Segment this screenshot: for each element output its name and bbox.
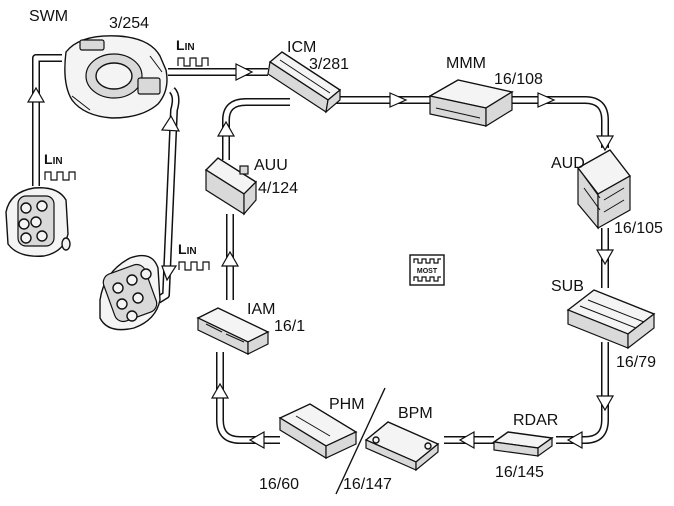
arrow-icon xyxy=(160,114,181,132)
lin-signal-top: LIN xyxy=(176,37,209,67)
square-wave-icon xyxy=(177,57,209,67)
svg-text:LIN: LIN xyxy=(176,37,195,53)
module-labels: SWM 3/254 ICM 3/281 MMM 16/108 AUD 16/10… xyxy=(29,8,663,493)
auu-name: AUU xyxy=(254,157,288,174)
lin-signal-right: LIN xyxy=(178,241,210,271)
arrow-icon xyxy=(458,430,475,450)
phm-module xyxy=(278,403,358,460)
square-wave-icon xyxy=(178,261,210,271)
bpm-module xyxy=(364,421,440,472)
rdar-ref: 16/145 xyxy=(495,464,544,481)
steering-switch-left xyxy=(5,187,71,257)
arrow-icon xyxy=(216,120,236,137)
auu-ref: 4/124 xyxy=(258,180,298,197)
module-divider xyxy=(335,387,386,495)
phm-name: PHM xyxy=(329,396,365,413)
iam-name: IAM xyxy=(247,301,275,318)
aud-ref: 16/105 xyxy=(614,220,663,237)
most-bus-icon: MOST xyxy=(409,254,445,286)
sub-name: SUB xyxy=(551,278,584,295)
arrow-icon xyxy=(26,86,46,103)
svg-text:LIN: LIN xyxy=(178,241,197,257)
arrow-icon xyxy=(161,265,178,282)
arrow-icon xyxy=(389,92,408,108)
arrow-icon xyxy=(248,430,265,450)
sub-ref: 16/79 xyxy=(616,354,656,371)
icm-name: ICM xyxy=(287,39,316,56)
arrow-icon xyxy=(595,395,615,412)
lin-signal-left: LIN xyxy=(44,151,76,181)
icm-module xyxy=(267,51,342,114)
arrow-icon xyxy=(595,135,615,152)
svg-text:LIN: LIN xyxy=(44,151,63,167)
square-wave-icon xyxy=(44,171,76,181)
arrow-icon xyxy=(566,430,583,450)
arrow-icon xyxy=(220,250,240,267)
swm-ref: 3/254 xyxy=(109,15,149,32)
aud-name: AUD xyxy=(551,155,585,172)
flow-arrows xyxy=(26,63,615,450)
steering-switch-right xyxy=(99,254,161,331)
arrow-icon xyxy=(595,249,615,266)
rdar-name: RDAR xyxy=(513,412,558,429)
arrow-icon xyxy=(235,63,254,81)
icm-ref: 3/281 xyxy=(309,56,349,73)
bpm-ref: 16/147 xyxy=(343,476,392,493)
swm-name: SWM xyxy=(29,8,68,25)
iam-ref: 16/1 xyxy=(274,318,305,335)
bpm-name: BPM xyxy=(398,405,433,422)
sub-module xyxy=(566,289,656,350)
swm-module xyxy=(64,35,168,119)
auu-module xyxy=(204,157,258,216)
mmm-ref: 16/108 xyxy=(494,71,543,88)
svg-text:MOST: MOST xyxy=(417,268,438,275)
iam-module xyxy=(196,307,270,355)
phm-ref: 16/60 xyxy=(259,476,299,493)
arrow-icon xyxy=(537,92,556,108)
mmm-name: MMM xyxy=(446,55,486,72)
arrow-icon xyxy=(210,382,230,399)
mmm-module xyxy=(428,79,514,128)
rdar-module xyxy=(492,431,554,458)
aud-module xyxy=(576,149,632,230)
